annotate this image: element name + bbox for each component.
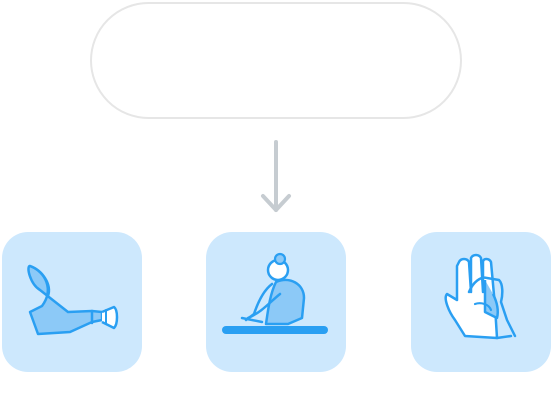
tile-stretching [206,232,346,372]
tile-hand [411,232,551,372]
tile-arm [2,232,142,372]
elbow-arm-icon [27,264,119,336]
header-pill [90,2,462,119]
hand-massage-icon [444,253,517,340]
down-arrow-icon [261,140,291,212]
stretching-person-icon [222,252,328,334]
